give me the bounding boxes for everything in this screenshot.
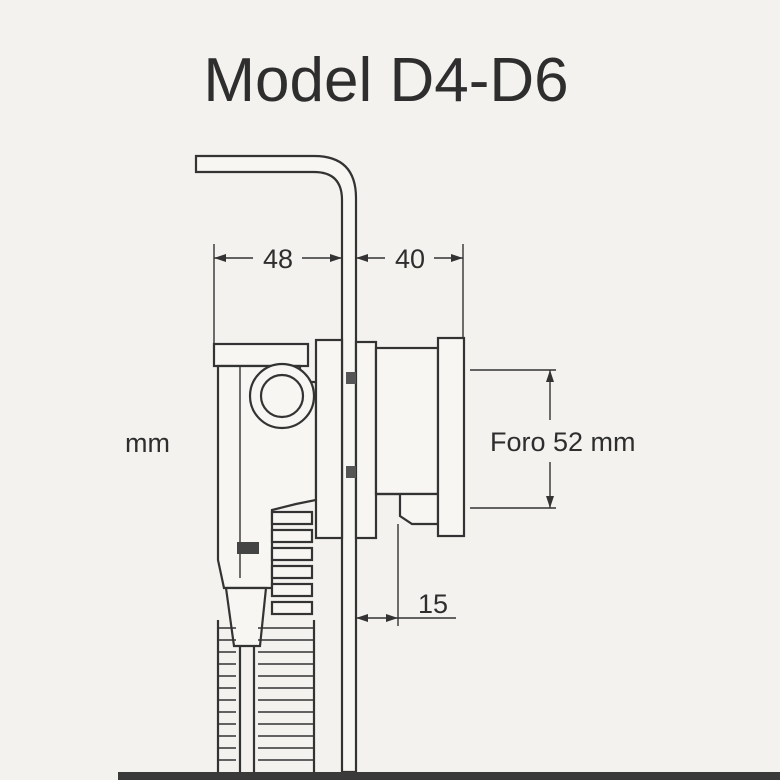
base-line (118, 772, 780, 780)
motor-housing (346, 336, 466, 540)
hole-diameter-label: Foro 52 mm (490, 427, 636, 457)
dimension-48: 48 (213, 244, 342, 350)
unit-label-left: mm (125, 428, 170, 458)
dimension-hole: Foro 52 mm (470, 369, 636, 509)
dimension-40: 40 (356, 244, 464, 338)
dimension-48-label: 48 (263, 244, 293, 274)
pump-port-inner (259, 373, 305, 419)
dimension-40-label: 40 (395, 244, 425, 274)
pump-badge (237, 542, 259, 554)
diagram-title: Model D4-D6 (203, 46, 568, 115)
offset-label: 15 (418, 589, 448, 619)
pump-body (212, 338, 344, 772)
corrugated-hose (216, 620, 316, 772)
dimension-15: 15 (356, 524, 456, 626)
